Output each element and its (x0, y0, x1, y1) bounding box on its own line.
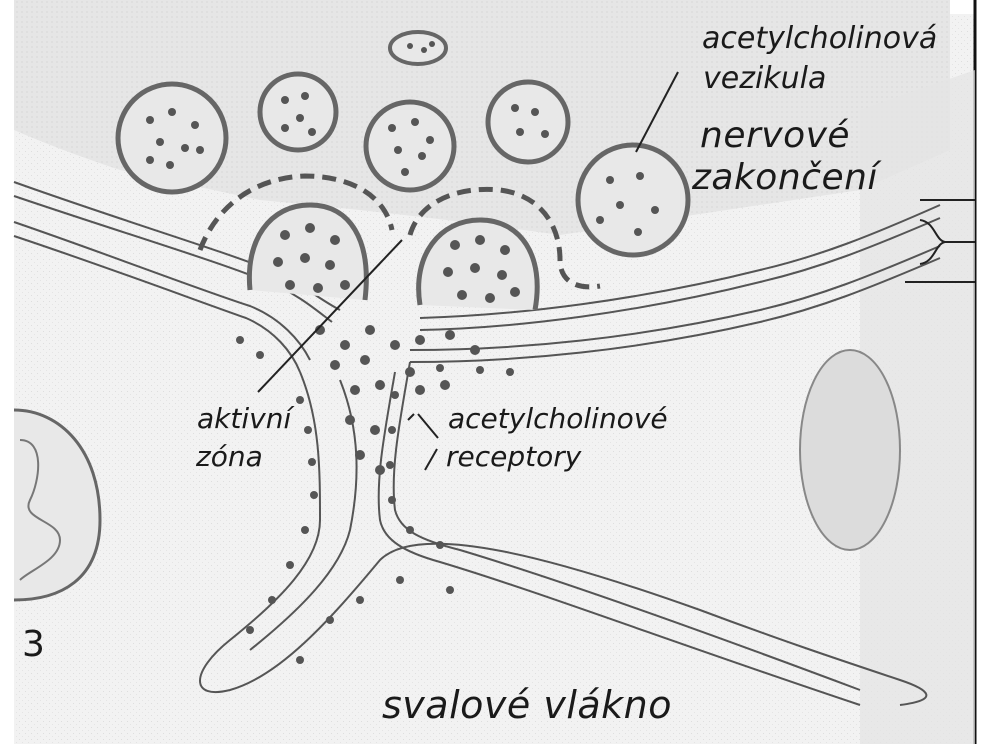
label-acetylcholine-receptors: acetylcholinové (448, 405, 668, 433)
label-nerve-terminal-line2: zakončení (692, 160, 878, 196)
label-nerve-terminal: nervové (700, 118, 850, 154)
figure-number: 3 (22, 627, 45, 663)
label-active-zone-line2: zóna (196, 443, 263, 471)
label-acetylcholine-vesicle: acetylcholinová (702, 24, 937, 54)
label-active-zone: aktivní (197, 405, 291, 433)
label-acetylcholine-receptors-line2: receptory (446, 443, 581, 471)
label-muscle-fiber: svalové vlákno (382, 686, 672, 724)
label-acetylcholine-vesicle-line2: vezikula (703, 64, 826, 94)
muscle-nucleus (800, 350, 900, 550)
